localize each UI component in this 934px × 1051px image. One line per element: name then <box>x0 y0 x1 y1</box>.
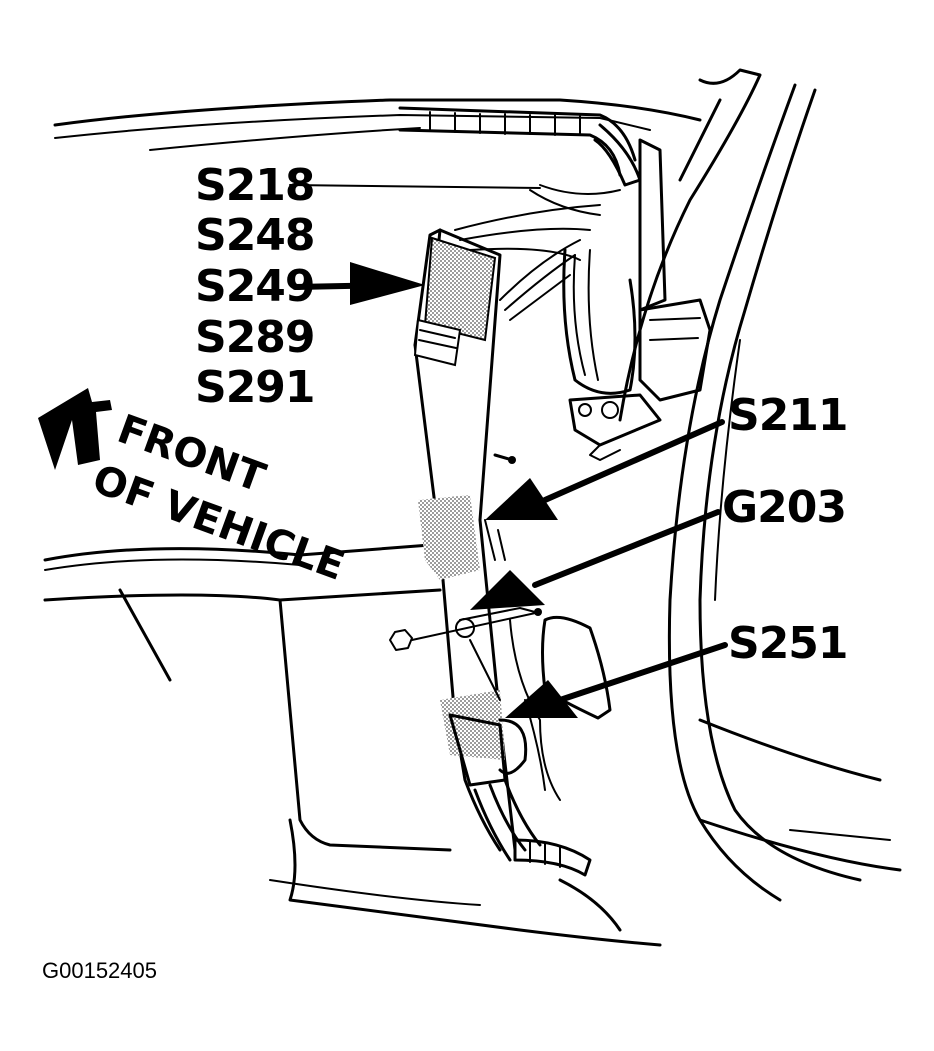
label-s211: S211 <box>728 390 848 441</box>
label-s248: S248 <box>195 210 315 261</box>
label-s251: S251 <box>728 618 848 669</box>
front-arrow-icon <box>38 388 112 470</box>
s218-leader-line <box>289 184 541 189</box>
g203-arrow <box>532 509 721 588</box>
bracket-assembly <box>562 138 712 461</box>
g203-arrow-head <box>470 570 545 610</box>
front-of-vehicle-arrow <box>38 388 112 470</box>
callout-lines <box>289 184 728 718</box>
s251-arrow-head <box>505 680 578 718</box>
label-g203: G203 <box>722 482 846 533</box>
callout-labels: S218 S248 S249 S289 S291 S211 G203 S251 <box>195 160 849 669</box>
splice-s211-block <box>418 495 480 580</box>
direction-label: FRONT OF VEHICLE <box>87 406 351 590</box>
group-arrow-head <box>350 262 425 305</box>
figure-id: G00152405 <box>42 958 157 983</box>
splice-s251-block <box>440 690 505 760</box>
harness-trough <box>413 228 592 877</box>
label-s249: S249 <box>195 261 315 312</box>
connector-block-upper <box>423 236 497 342</box>
label-s289: S289 <box>195 312 315 363</box>
s251-arrow <box>557 642 728 703</box>
vehicle-body-outline <box>43 68 902 947</box>
ground-screw <box>389 607 561 801</box>
label-s218: S218 <box>195 160 315 211</box>
s211-arrow-head <box>485 478 558 520</box>
upper-harness <box>398 106 642 321</box>
label-s291: S291 <box>195 362 315 413</box>
s211-arrow <box>542 419 725 503</box>
